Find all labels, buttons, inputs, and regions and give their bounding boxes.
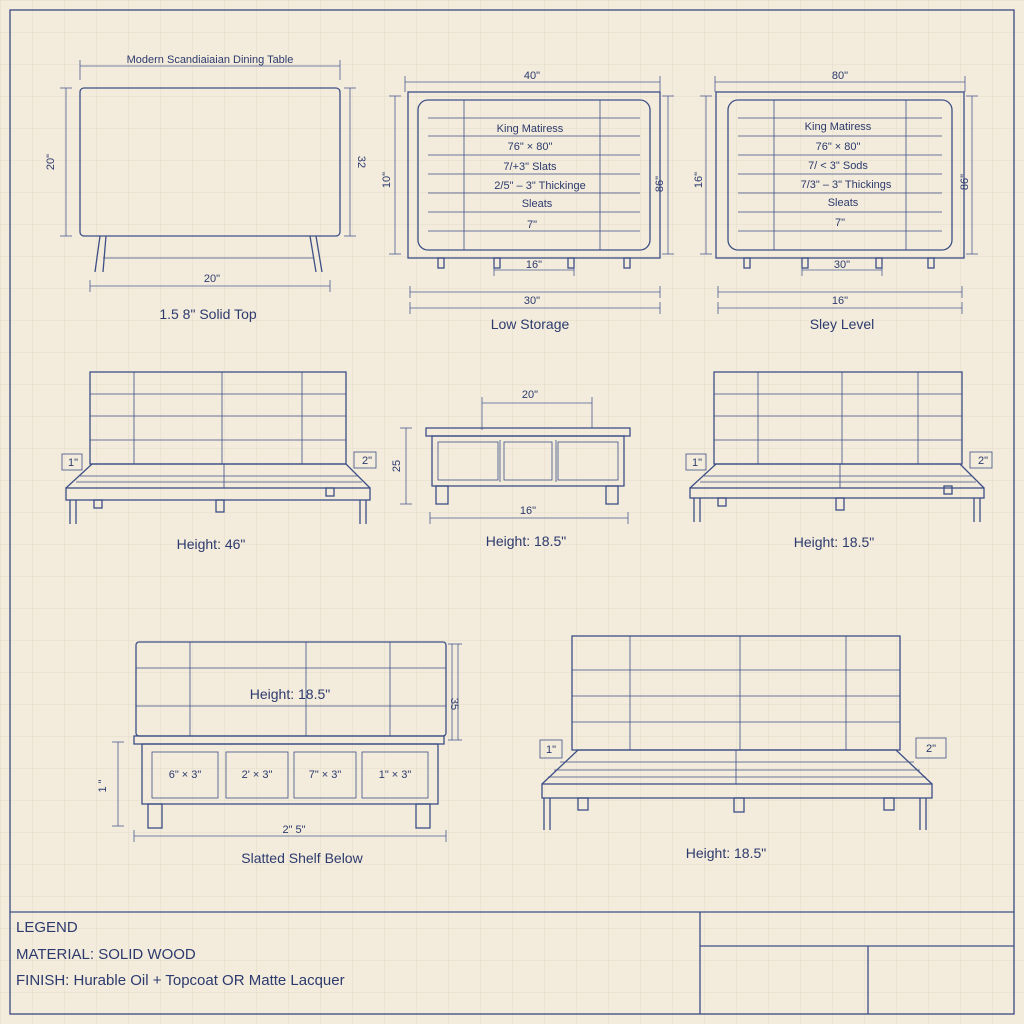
low-storage-right-dim: 86" [654, 176, 666, 192]
bed-c-caption: Height: 18.5" [686, 845, 766, 861]
drawer-label-4: 1" × 3" [379, 769, 412, 781]
sley-inner-dim: 30" [834, 259, 850, 271]
sley-line-6: 7" [835, 217, 845, 229]
view-bed-a: 1" 2" Height: 46" [61, 371, 377, 552]
drawer-label-2: 2' × 3" [242, 769, 273, 781]
low-storage-caption: Low Storage [491, 316, 570, 332]
bed-b-caption: Height: 18.5" [794, 534, 874, 550]
low-storage-line-4: 2/5" – 3" Thickinge [494, 180, 585, 192]
storage-bed-height-label: Height: 18.5" [250, 686, 330, 702]
view-storage-bed: Height: 18.5" 6" × 3" 2' × 3" 7" × 3" 1"… [97, 641, 462, 866]
view-sley-level: 80" King Matiress 76" × 80" 7/ < 3" Sods… [693, 70, 978, 332]
sley-top-dim: 80" [832, 70, 848, 82]
legend-finish: FINISH: Hurable Oil + Topcoat OR Matte L… [16, 972, 345, 989]
bed-c-right-dim: 2" [926, 743, 936, 755]
drawer-label-1: 6" × 3" [169, 769, 202, 781]
view-bed-c: 1" 2" Height: 18.5" [539, 635, 947, 861]
bench-bottom-dim: 16" [520, 505, 536, 517]
sley-line-1: King Matiress [805, 121, 872, 133]
view-bed-b: 1" 2" Height: 18.5" [685, 371, 993, 550]
table-left-dim: 20" [45, 154, 57, 170]
bench-caption: Height: 18.5" [486, 533, 566, 549]
table-top-rect [79, 87, 341, 237]
bench-left-dim: 25 [391, 460, 403, 472]
low-storage-left-dim: 10" [381, 172, 393, 188]
low-storage-line-6: 7" [527, 219, 537, 231]
low-storage-line-5: Sleats [522, 198, 553, 210]
low-storage-top-dim: 40" [524, 70, 540, 82]
view-table-top: Modern Scandiaiaian Dining Table 20" 32 … [45, 54, 367, 322]
low-storage-inner-dim: 16" [526, 259, 542, 271]
sley-line-2: 76" × 80" [816, 141, 861, 153]
bench-top-dim: 20" [522, 389, 538, 401]
sley-bottom-dim: 16" [832, 295, 848, 307]
low-storage-line-3: 7/+3" Slats [503, 161, 557, 173]
table-bottom-dim: 20" [204, 273, 220, 285]
low-storage-line-2: 76" × 80" [508, 141, 553, 153]
sley-line-4: 7/3" – 3" Thickings [801, 179, 892, 191]
storage-bed-right-dim: 35 [448, 698, 460, 710]
title-block: LEGEND MATERIAL: SOLID WOOD FINISH: Hura… [10, 911, 1014, 1014]
storage-bed-bottom-dim: 2" 5" [282, 824, 305, 836]
sley-slats [738, 100, 942, 250]
sley-caption: Sley Level [810, 316, 875, 332]
sheet-border [9, 9, 1015, 1015]
sley-line-5: Sleats [828, 197, 859, 209]
legend-heading: LEGEND [16, 919, 78, 936]
storage-bed-left-dim: 1 " [97, 779, 109, 792]
sley-left-dim: 16" [693, 172, 705, 188]
sley-line-3: 7/ < 3" Sods [808, 160, 868, 172]
sley-right-dim: 86" [959, 174, 971, 190]
low-storage-slats [428, 100, 640, 250]
bed-a-left-dim: 1" [68, 457, 78, 469]
drawer-label-3: 7" × 3" [309, 769, 342, 781]
view-bench: 20" 25 16" Height: 18.5" [391, 389, 631, 549]
bed-c-left-dim: 1" [546, 744, 556, 756]
bed-b-right-dim: 2" [978, 455, 988, 467]
table-caption: 1.5 8" Solid Top [159, 306, 257, 322]
bed-a-caption: Height: 46" [177, 536, 246, 552]
storage-bed-caption: Slatted Shelf Below [241, 850, 363, 866]
table-title: Modern Scandiaiaian Dining Table [127, 54, 294, 66]
table-right-dim: 32 [355, 156, 367, 168]
bed-a-right-dim: 2" [362, 455, 372, 467]
low-storage-line-1: King Matiress [497, 123, 564, 135]
legend-material: MATERIAL: SOLID WOOD [16, 946, 196, 963]
low-storage-bottom-dim: 30" [524, 295, 540, 307]
bed-b-left-dim: 1" [692, 457, 702, 469]
view-low-storage: 40" King Matiress 76" × 80" 7/+3" Slats … [381, 70, 674, 332]
